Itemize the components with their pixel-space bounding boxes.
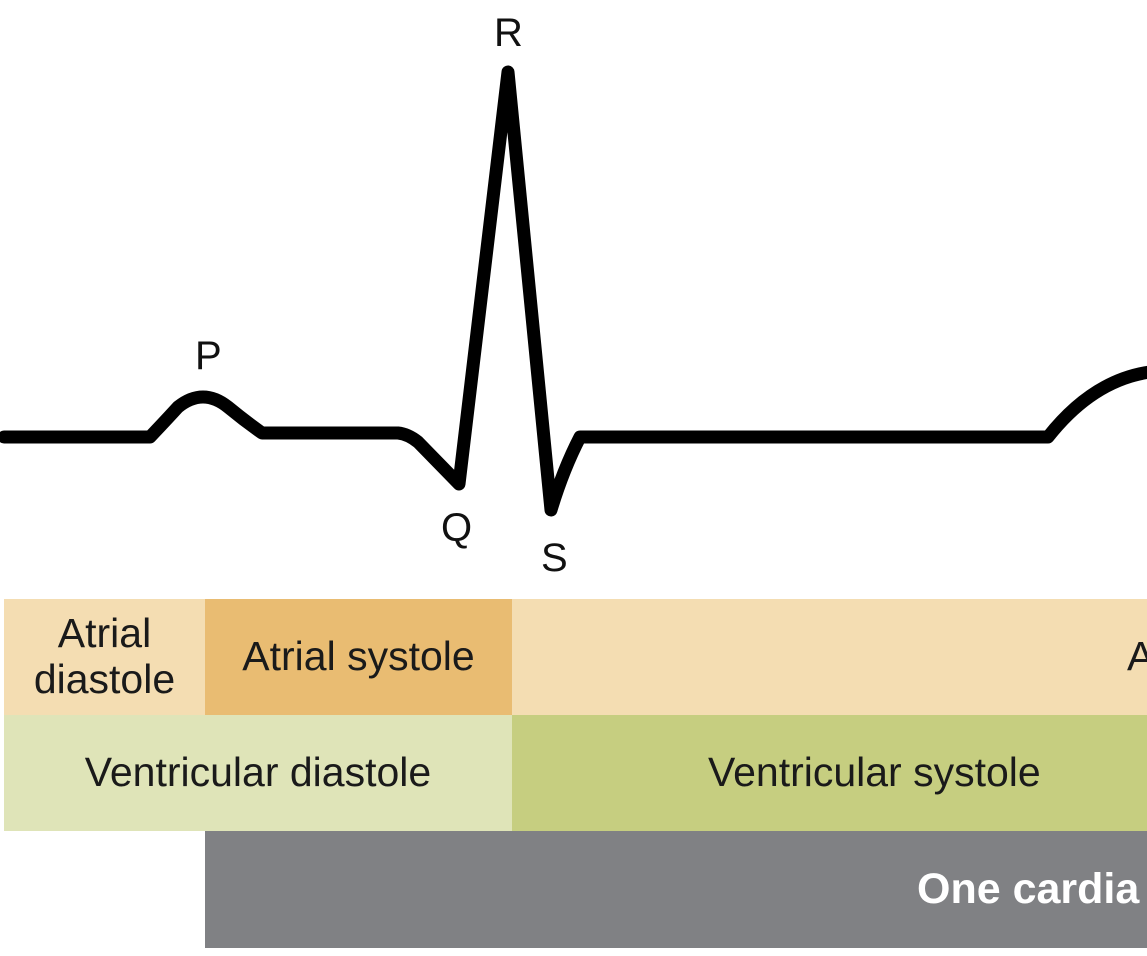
- wave-label-p: P: [195, 334, 222, 378]
- wave-label-s: S: [541, 536, 568, 580]
- wave-label-r: R: [494, 11, 523, 55]
- ecg-trace: [0, 65, 1147, 517]
- ventricular-diastole-block: Ventricular diastole: [4, 715, 512, 831]
- atrial-diastole-block: Atrial diastole: [4, 599, 205, 715]
- wave-label-q: Q: [441, 506, 473, 550]
- atrial-diastole-block-2: A: [512, 599, 1147, 715]
- ecg-waveform: [0, 65, 1147, 517]
- ventricular-systole-block: Ventricular systole: [512, 715, 1147, 831]
- atrial-systole-block: Atrial systole: [205, 599, 512, 715]
- one-cardiac-cycle-block: One cardia: [205, 831, 1147, 948]
